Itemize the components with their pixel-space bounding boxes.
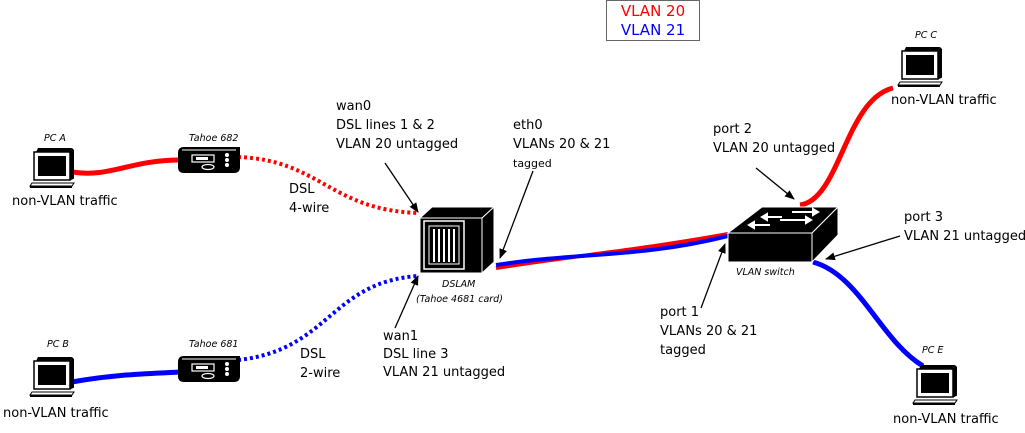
dslam-label: DSLAM	[442, 279, 476, 290]
arrow-wan0	[384, 162, 419, 213]
legend-item-vlan21: VLAN 21	[620, 21, 686, 39]
pc-b-traffic-label: non-VLAN traffic	[3, 406, 109, 421]
dsl-2wire-label: DSL 2-wire	[300, 347, 341, 381]
port3-annotation: port 3 VLAN 21 untagged	[904, 210, 1025, 244]
wan1-annotation: wan1 DSL line 3 VLAN 21 untagged	[383, 329, 506, 380]
link-pc-b-modem-b	[71, 369, 181, 385]
arrow-port3	[825, 235, 901, 261]
arrow-port1	[700, 243, 726, 309]
arrow-wan1	[394, 275, 419, 329]
link-switch-pc-c	[799, 85, 894, 208]
pc-e-traffic-label: non-VLAN traffic	[893, 412, 999, 427]
pc-a-label: PC A	[44, 133, 66, 144]
link-switch-pc-e	[812, 259, 925, 369]
eth0-annotation: eth0 VLANs 20 & 21 tagged	[513, 118, 611, 170]
arrow-port2	[755, 167, 795, 200]
link-trunk-vlan20	[495, 232, 729, 270]
modem-a-label: Tahoe 682	[189, 133, 239, 144]
pc-e-label: PC E	[922, 345, 944, 356]
link-dsl-2wire	[237, 274, 419, 362]
port1-annotation: port 1 VLANs 20 & 21 tagged	[660, 305, 758, 358]
pc-e-icon[interactable]	[912, 364, 958, 406]
pc-b-label: PC B	[47, 339, 69, 350]
link-trunk-vlan21	[495, 234, 729, 267]
arrow-eth0	[499, 170, 534, 259]
pc-a-traffic-label: non-VLAN traffic	[12, 194, 118, 209]
legend-item-vlan20: VLAN 20	[620, 2, 686, 20]
dslam-card-label: (Tahoe 4681 card)	[416, 294, 503, 305]
link-pc-a-modem-a	[71, 157, 181, 176]
pc-b-icon[interactable]	[29, 356, 75, 398]
legend: VLAN 20 VLAN 21	[606, 0, 700, 41]
modem-b-label: Tahoe 681	[189, 339, 239, 350]
pc-a-icon[interactable]	[29, 147, 75, 189]
modem-tahoe-682-icon[interactable]	[177, 146, 241, 174]
vlan-switch-icon[interactable]	[726, 205, 840, 264]
pc-c-label: PC C	[915, 30, 938, 41]
port2-annotation: port 2 VLAN 20 untagged	[713, 122, 836, 156]
dsl-4wire-label: DSL 4-wire	[289, 182, 330, 216]
wan0-annotation: wan0 DSL lines 1 & 2 VLAN 20 untagged	[336, 99, 459, 152]
modem-tahoe-681-icon[interactable]	[177, 355, 241, 383]
dslam-icon[interactable]	[418, 205, 496, 275]
switch-label: VLAN switch	[736, 267, 795, 278]
pc-c-traffic-label: non-VLAN traffic	[891, 93, 997, 108]
pc-c-icon[interactable]	[897, 46, 943, 88]
